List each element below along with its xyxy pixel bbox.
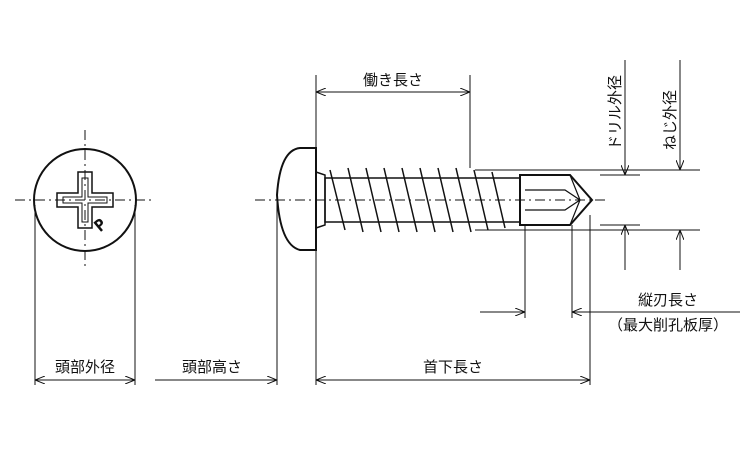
screw-side-view bbox=[255, 147, 605, 251]
max-drill-thickness-label: （最大削孔板厚） bbox=[608, 316, 728, 334]
under-head-length-label: 首下長さ bbox=[423, 358, 483, 376]
head-diameter-label: 頭部外径 bbox=[55, 358, 115, 376]
phillips-cross-icon bbox=[56, 171, 114, 229]
head-mark: P bbox=[91, 215, 110, 235]
head-top-view: P bbox=[15, 130, 155, 270]
flute-length-label: 縦刃長さ bbox=[638, 291, 698, 309]
drill-diameter-label: ドリル外径 bbox=[606, 75, 624, 150]
working-length-label: 働き長さ bbox=[363, 71, 423, 89]
thread-diameter-label: ねじ外径 bbox=[661, 90, 679, 150]
head-height-label: 頭部高さ bbox=[182, 358, 242, 376]
